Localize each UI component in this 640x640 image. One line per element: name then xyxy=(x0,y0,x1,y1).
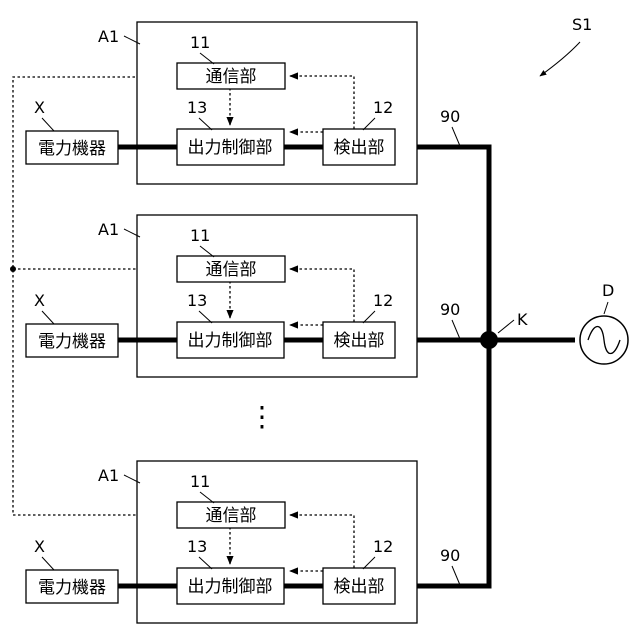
line-label: 90 xyxy=(440,107,460,126)
unit-a1: A1 通信部 11 出力制御部 13 検出部 12 電力機器 X 90 xyxy=(26,22,460,184)
unit-label: A1 xyxy=(98,27,119,46)
device-number: X xyxy=(34,291,45,310)
power-bus xyxy=(395,147,575,586)
source-label: D xyxy=(602,281,614,300)
junction-label: K xyxy=(517,310,528,329)
detector-number: 12 xyxy=(373,98,393,117)
detector-label: 検出部 xyxy=(334,138,385,158)
device-number: X xyxy=(34,98,45,117)
line-leader xyxy=(452,127,460,146)
control-number: 13 xyxy=(187,291,207,310)
control-label: 出力制御部 xyxy=(188,138,273,158)
line-label: 90 xyxy=(440,300,460,319)
comm-label: 通信部 xyxy=(206,506,257,526)
detector-number: 12 xyxy=(373,537,393,556)
detector-label: 検出部 xyxy=(334,577,385,597)
units: A1通信部11出力制御部13検出部12電力機器X90A1通信部11出力制御部13… xyxy=(26,22,460,623)
device-label: 電力機器 xyxy=(38,139,106,159)
line-leader xyxy=(452,566,460,585)
source-leader xyxy=(604,302,608,314)
comm-number: 11 xyxy=(190,33,210,52)
junction-leader xyxy=(498,320,514,333)
device-label: 電力機器 xyxy=(38,332,106,352)
device-label: 電力機器 xyxy=(38,578,106,598)
unit-label: A1 xyxy=(98,220,119,239)
control-number: 13 xyxy=(187,98,207,117)
ellipsis: ⋮ xyxy=(248,400,276,433)
device-leader xyxy=(42,118,54,131)
control-number: 13 xyxy=(187,537,207,556)
unit-a1: A1 通信部 11 出力制御部 13 検出部 12 電力機器 X 90 xyxy=(26,215,460,377)
unit-a1: A1 通信部 11 出力制御部 13 検出部 12 電力機器 X 90 xyxy=(26,461,460,623)
detector-number: 12 xyxy=(373,291,393,310)
device-leader xyxy=(42,557,54,570)
comm-label: 通信部 xyxy=(206,67,257,87)
line-label: 90 xyxy=(440,546,460,565)
bus-junction-dot xyxy=(10,266,16,272)
comm-number: 11 xyxy=(190,472,210,491)
control-label: 出力制御部 xyxy=(188,577,273,597)
control-label: 出力制御部 xyxy=(188,331,273,351)
device-number: X xyxy=(34,537,45,556)
system-pointer-arrow xyxy=(540,42,580,76)
line-leader xyxy=(452,320,460,339)
device-leader xyxy=(42,311,54,324)
unit-label: A1 xyxy=(98,466,119,485)
detector-label: 検出部 xyxy=(334,331,385,351)
system-label: S1 xyxy=(572,15,592,34)
comm-label: 通信部 xyxy=(206,260,257,280)
comm-number: 11 xyxy=(190,226,210,245)
ac-source xyxy=(580,316,628,364)
junction-node xyxy=(480,331,498,349)
